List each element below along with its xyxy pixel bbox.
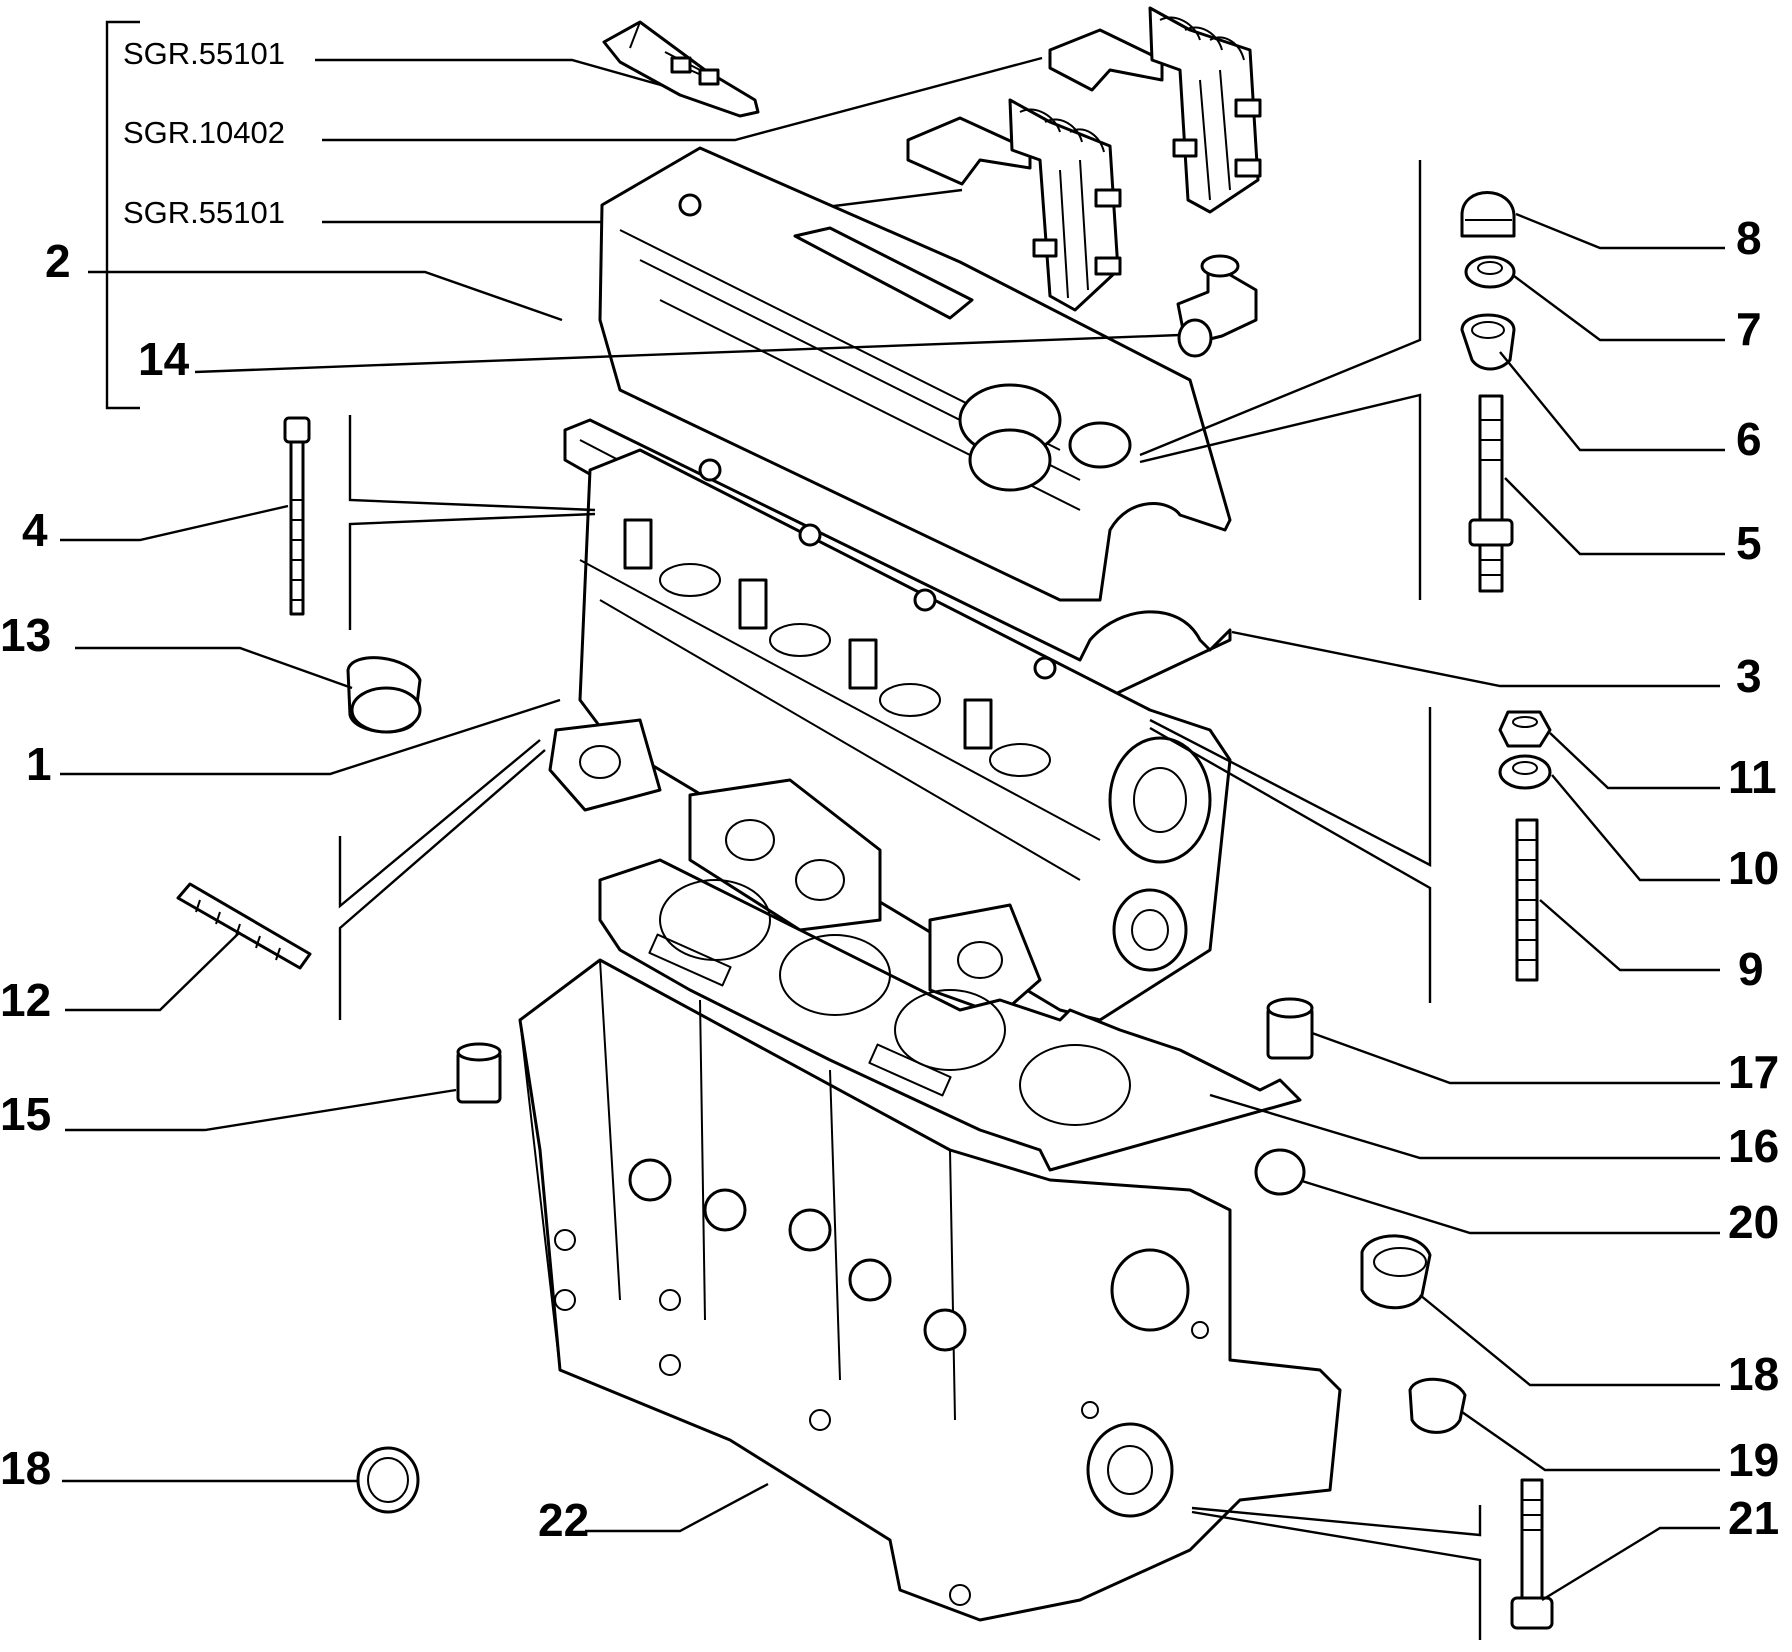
callout-1: 1 xyxy=(26,738,52,790)
head-gasket xyxy=(598,858,1302,1172)
dowel-bush-13 xyxy=(346,656,422,734)
callout-6: 6 xyxy=(1736,413,1762,465)
callout-16: 16 xyxy=(1728,1120,1779,1172)
stud-9 xyxy=(1515,818,1539,982)
reference-label-1: SGR.55101 xyxy=(123,36,285,71)
seal-ring-18-right xyxy=(1360,1234,1432,1310)
callout-9: 9 xyxy=(1738,943,1764,995)
callout-18-right: 18 xyxy=(1728,1348,1779,1400)
threaded-stud-12 xyxy=(176,882,312,970)
head-bolt xyxy=(283,416,311,616)
reference-label-3: SGR.55101 xyxy=(123,195,285,230)
harness-bracket-front xyxy=(906,98,1122,312)
callout-8: 8 xyxy=(1736,212,1762,264)
callout-13: 13 xyxy=(0,609,51,661)
callout-20: 20 xyxy=(1728,1196,1779,1248)
callout-10: 10 xyxy=(1728,842,1779,894)
stud-5 xyxy=(1468,394,1514,593)
callout-11: 11 xyxy=(1728,751,1777,803)
callout-14: 14 xyxy=(138,333,190,385)
leader-lines xyxy=(60,160,1725,1640)
callout-21: 21 xyxy=(1728,1492,1779,1544)
leader-ref-2 xyxy=(322,56,1043,142)
callout-12: 12 xyxy=(0,974,51,1026)
callout-17: 17 xyxy=(1728,1046,1779,1098)
callout-22: 22 xyxy=(538,1494,589,1546)
cap-nut-8 xyxy=(1460,191,1516,238)
plug-20 xyxy=(1254,1148,1306,1196)
grommet-6 xyxy=(1460,313,1516,371)
callout-4: 4 xyxy=(22,504,48,556)
valve-cover xyxy=(598,146,1232,602)
wiring-clip-small xyxy=(602,20,760,118)
callout-7: 7 xyxy=(1736,303,1762,355)
reference-bracket xyxy=(105,20,140,410)
washer-7 xyxy=(1464,255,1516,289)
seal-ring-18-left xyxy=(356,1446,420,1514)
callout-15: 15 xyxy=(0,1088,51,1140)
washer-10 xyxy=(1498,754,1552,790)
callout-2: 2 xyxy=(45,235,71,287)
bush-17 xyxy=(1266,997,1314,1060)
bolt-21 xyxy=(1510,1478,1554,1630)
callout-5: 5 xyxy=(1736,517,1762,569)
bush-15 xyxy=(456,1042,502,1104)
nut-11 xyxy=(1498,710,1552,748)
reference-label-2: SGR.10402 xyxy=(123,115,285,150)
harness-bracket-rear xyxy=(1048,6,1262,214)
bush-19 xyxy=(1408,1377,1467,1434)
callout-3: 3 xyxy=(1736,650,1762,702)
callout-19: 19 xyxy=(1728,1434,1779,1486)
cylinder-head xyxy=(548,448,1232,1022)
breather-elbow xyxy=(1176,254,1258,358)
engine-block xyxy=(518,958,1342,1622)
callout-18-left: 18 xyxy=(0,1442,51,1494)
